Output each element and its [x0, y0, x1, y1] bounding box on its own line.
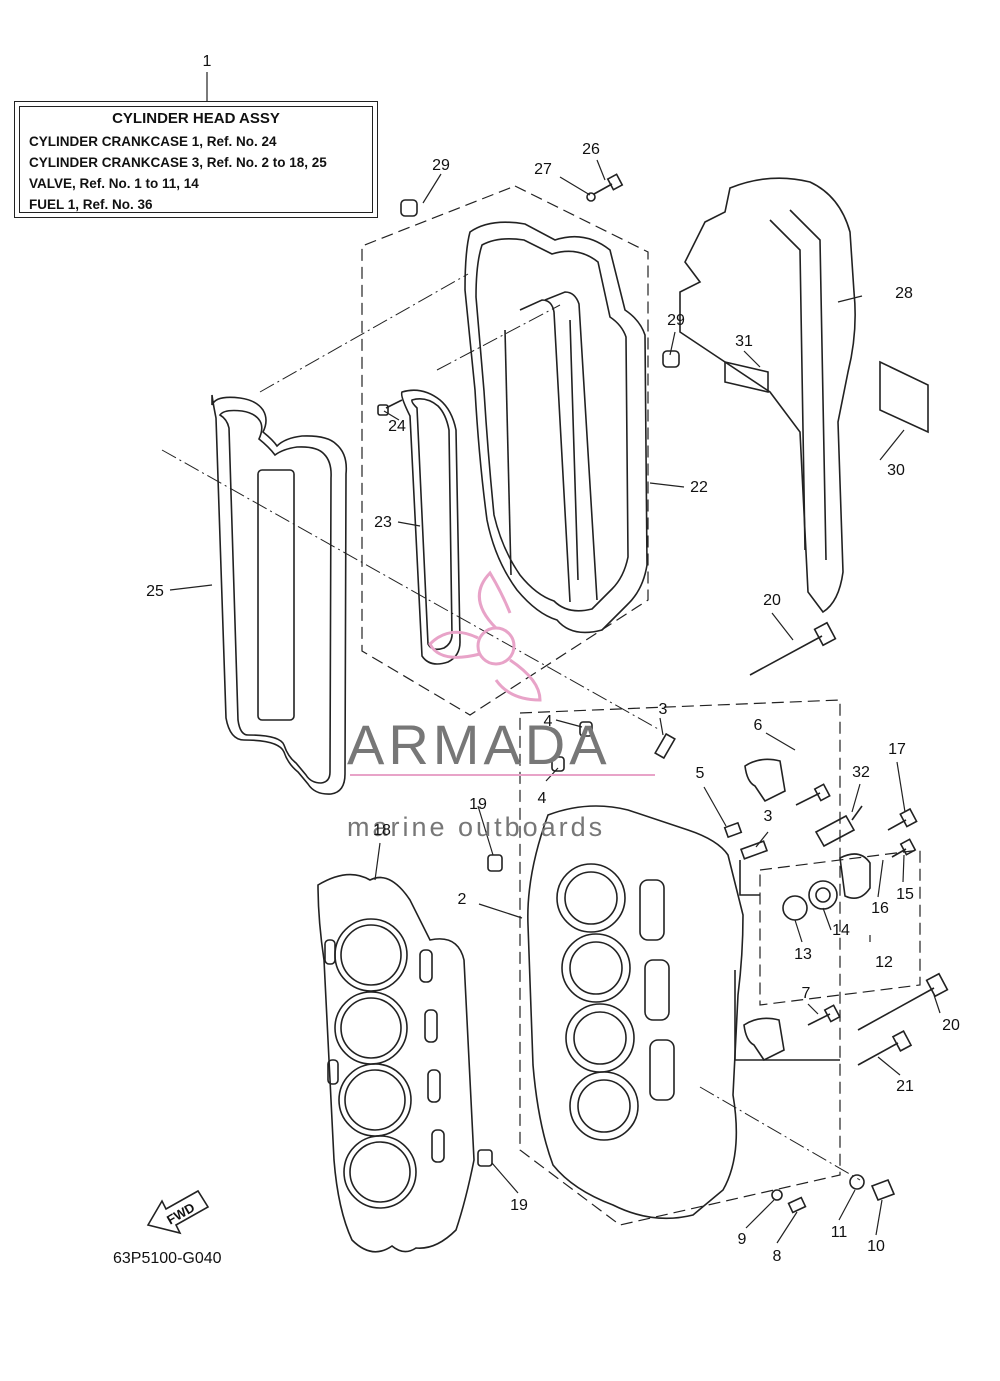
callout-29[interactable]: 29: [432, 157, 450, 174]
callout-20[interactable]: 20: [942, 1017, 960, 1034]
callout-22[interactable]: 22: [690, 479, 708, 496]
part-30-label: [879, 360, 929, 434]
part-18-head-gasket: [317, 873, 475, 1253]
part-31-label: [724, 360, 769, 394]
callout-8[interactable]: 8: [772, 1248, 782, 1265]
info-box-line: CYLINDER CRANKCASE 3, Ref. No. 2 to 18, …: [29, 155, 327, 170]
watermark-propeller-icon: [428, 570, 542, 702]
callout-29[interactable]: 29: [667, 312, 685, 329]
watermark-tagline: marine outboards: [347, 812, 606, 842]
leader-lines: [169, 72, 941, 1244]
callout-13[interactable]: 13: [794, 946, 812, 963]
callout-6[interactable]: 6: [753, 717, 763, 734]
part-17-bolt: [887, 807, 918, 831]
part-2-cylinder-head: [527, 805, 744, 1220]
callout-15[interactable]: 15: [896, 886, 914, 903]
part-32-sensor: [814, 805, 863, 848]
part-25-gasket: [211, 394, 348, 795]
callout-3[interactable]: 3: [658, 701, 668, 718]
callout-21[interactable]: 21: [896, 1078, 914, 1095]
callout-27[interactable]: 27: [534, 161, 552, 178]
callout-16[interactable]: 16: [871, 900, 889, 917]
callout-25[interactable]: 25: [146, 583, 164, 600]
callout-30[interactable]: 30: [887, 462, 905, 479]
callout-26[interactable]: 26: [582, 141, 600, 158]
callout-4[interactable]: 4: [543, 713, 553, 730]
info-box-title: CYLINDER HEAD ASSY: [112, 110, 280, 127]
callout-18[interactable]: 18: [373, 822, 391, 839]
callout-2[interactable]: 2: [457, 891, 467, 908]
info-box-line: VALVE, Ref. No. 1 to 11, 14: [29, 176, 199, 191]
part-20-bolts: [749, 621, 949, 1031]
callout-9[interactable]: 9: [737, 1231, 747, 1248]
callout-3[interactable]: 3: [763, 808, 773, 825]
callout-7[interactable]: 7: [801, 985, 811, 1002]
callout-19[interactable]: 19: [510, 1197, 528, 1214]
callout-24[interactable]: 24: [388, 418, 406, 435]
dashed-group-outlines: [361, 185, 921, 1226]
assembly-info-box: CYLINDER HEAD ASSY CYLINDER CRANKCASE 1,…: [14, 101, 378, 218]
callout-4[interactable]: 4: [537, 790, 547, 807]
callout-10[interactable]: 10: [867, 1238, 885, 1255]
callout-5[interactable]: 5: [695, 765, 705, 782]
center-lines: [161, 273, 861, 1181]
callout-11[interactable]: 11: [830, 1224, 848, 1241]
callout-23[interactable]: 23: [374, 514, 392, 531]
part-28-cover: [679, 177, 856, 614]
callout-14[interactable]: 14: [832, 922, 850, 939]
part-23-cover-gasket: [400, 389, 461, 665]
callout-32[interactable]: 32: [852, 764, 870, 781]
callout-17[interactable]: 17: [888, 741, 906, 758]
info-box-inner-frame: [19, 106, 373, 213]
callout-20[interactable]: 20: [763, 592, 781, 609]
callout-1[interactable]: 1: [202, 53, 212, 70]
info-box-line: FUEL 1, Ref. No. 36: [29, 197, 153, 212]
part-21-bolt: [857, 1030, 913, 1066]
info-box-line: CYLINDER CRANKCASE 1, Ref. No. 24: [29, 134, 277, 149]
callout-31[interactable]: 31: [735, 333, 753, 350]
drawing-code: 63P5100-G040: [113, 1250, 222, 1267]
callout-12[interactable]: 12: [875, 954, 893, 971]
callout-19[interactable]: 19: [469, 796, 487, 813]
part-22-head-cover: [464, 221, 648, 634]
fwd-arrow-icon: [146, 1189, 210, 1235]
callout-28[interactable]: 28: [895, 285, 913, 302]
watermark-brand-name: ARMADA: [347, 713, 611, 776]
